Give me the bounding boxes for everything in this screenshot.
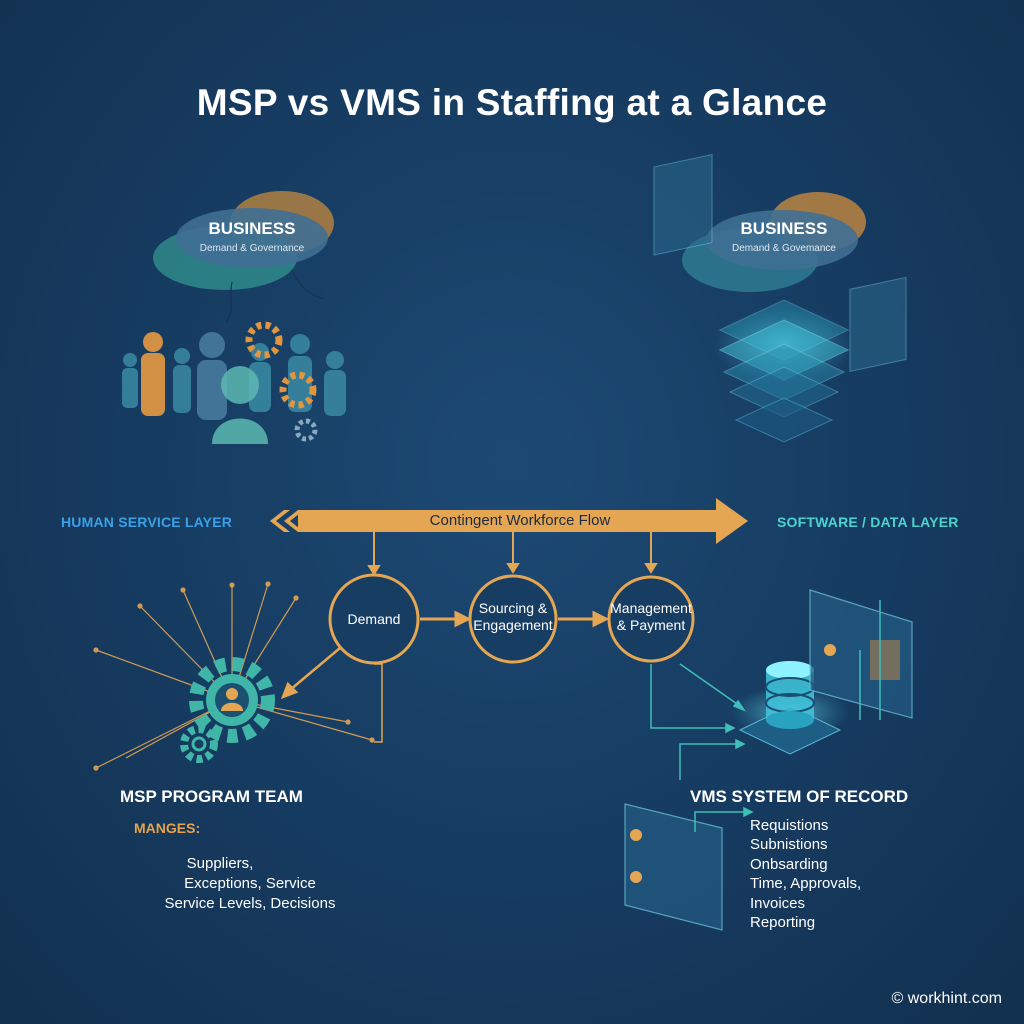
vms-item: Requistions [750, 817, 829, 834]
left-business-subtitle: Demand & Governance [199, 243, 305, 254]
data-layers-stack-icon [653, 154, 907, 443]
msp-program-team-title: MSP PROGRAM TEAM [120, 787, 303, 806]
vms-item: Reporting [750, 914, 816, 931]
step-demand-text: Demand [347, 611, 401, 627]
vms-system-of-record-title: VMS SYSTEM OF RECORD [690, 787, 909, 806]
vms-item: Subnistions [750, 836, 828, 853]
msp-line-exceptions: Exceptions, Service [184, 875, 316, 892]
vms-database-icon [730, 661, 850, 755]
step-label-demand: Demand [334, 611, 414, 628]
msp-line-service-levels: Service Levels, Decisions [164, 895, 336, 912]
gear-icon [294, 418, 318, 442]
flow-label: Contingent Workforce Flow [429, 512, 611, 529]
human-service-layer-label: HUMAN SERVICE LAYER [61, 514, 233, 530]
page-title: MSP vs VMS in Staffing at a Glance [196, 82, 828, 123]
people-group-icon [122, 332, 346, 444]
right-business-label: BUSINESS Demand & Govemance [714, 219, 854, 254]
right-business-title: BUSINESS [740, 219, 828, 238]
vms-item: Invoices [750, 895, 806, 912]
right-business-subtitle: Demand & Govemance [732, 243, 836, 254]
step-circle-demand [328, 573, 420, 665]
right-business-cloud [682, 192, 866, 292]
step-label-management: Management & Payment [604, 600, 698, 634]
vms-item: Onbsarding [750, 856, 828, 873]
left-business-label: BUSINESS Demand & Governance [182, 219, 322, 254]
gear-icon [245, 321, 317, 409]
step-management-line2: & Payment [616, 617, 686, 633]
step-management-line1: Management [610, 600, 692, 616]
contingent-workforce-flow-arrow [270, 498, 748, 544]
step-label-sourcing: Sourcing & Engagement [468, 600, 558, 634]
left-business-cloud [153, 191, 334, 323]
software-data-layer-label: SOFTWARE / DATA LAYER [777, 514, 959, 530]
step-sourcing-line1: Sourcing & [478, 600, 548, 616]
step-sourcing-line2: Engagement [473, 617, 553, 633]
msp-team-gear-icon [93, 581, 375, 771]
watermark: © workhint.com [891, 990, 1002, 1007]
vms-item: Time, Approvals, [750, 875, 862, 892]
msp-line-suppliers: Suppliers, [186, 855, 254, 872]
left-business-title: BUSINESS [208, 219, 296, 238]
vms-dashboard-screen-icon [624, 589, 913, 931]
msp-manages-label: MANGES: [134, 820, 201, 836]
